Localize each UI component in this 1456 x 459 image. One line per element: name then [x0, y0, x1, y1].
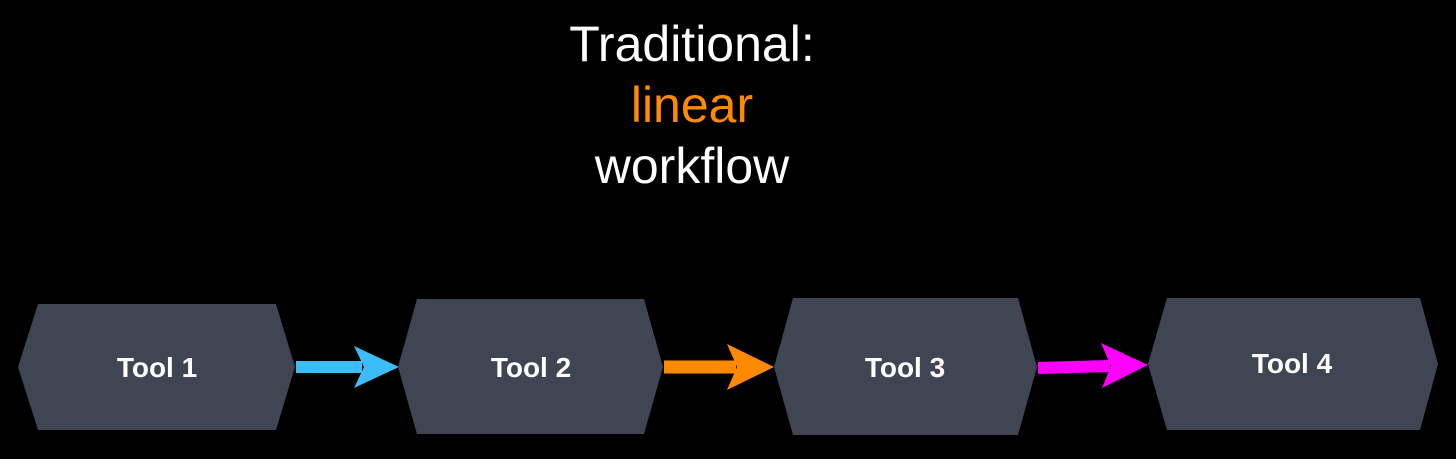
- tool-node-4: Tool 4: [1148, 298, 1438, 430]
- arrow-3-head: [1101, 343, 1148, 388]
- tool-node-2: Tool 2: [398, 299, 663, 434]
- title-line-linear: linear: [630, 77, 754, 133]
- arrow-3-shaft: [1037, 360, 1111, 374]
- tool-node-3-label: Tool 3: [865, 352, 945, 383]
- arrow-1-head: [354, 346, 399, 388]
- arrow-tool3-to-tool4: [1037, 343, 1148, 388]
- tool-node-2-label: Tool 2: [491, 352, 571, 383]
- arrow-tool1-to-tool2: [296, 346, 399, 388]
- diagram-title: Traditional: linear workflow: [0, 14, 1384, 197]
- tool-node-3-shape: [774, 298, 1037, 435]
- arrow-tool2-to-tool3: [664, 344, 774, 390]
- tool-node-4-shape: [1148, 298, 1438, 430]
- tool-node-1-shape: [18, 304, 295, 430]
- tool-node-1-label: Tool 1: [117, 352, 197, 383]
- title-line-traditional: Traditional:: [569, 16, 815, 72]
- tool-node-2-shape: [398, 299, 663, 434]
- tool-node-4-label: Tool 4: [1252, 348, 1333, 379]
- arrow-2-head: [727, 344, 774, 390]
- tool-node-3: Tool 3: [774, 298, 1037, 435]
- tool-node-1: Tool 1: [18, 304, 295, 430]
- title-line-workflow: workflow: [594, 138, 790, 194]
